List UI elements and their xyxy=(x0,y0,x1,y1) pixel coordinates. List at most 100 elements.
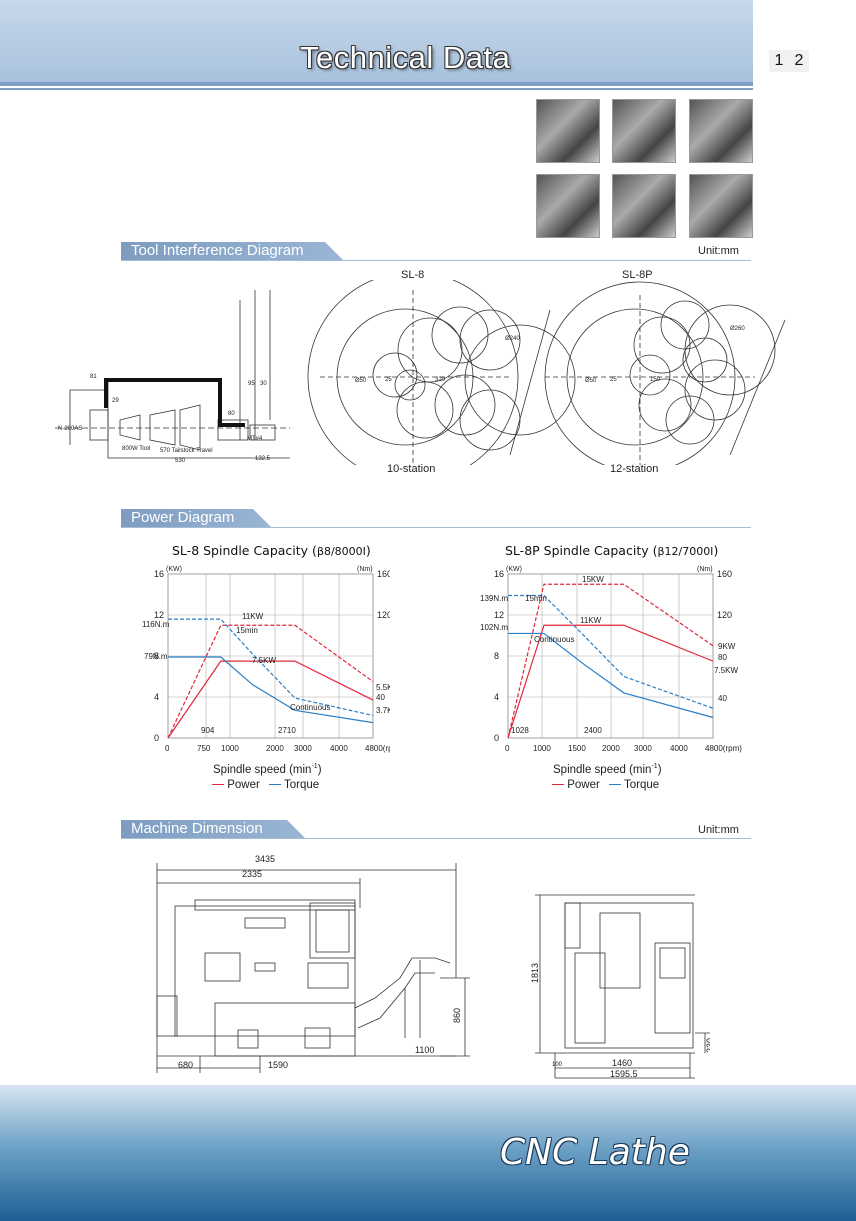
header-band xyxy=(0,0,753,82)
y-left-unit: (KW) xyxy=(506,566,522,573)
chart-annotation: 11KW xyxy=(242,612,264,621)
dim-side-depth: 1460 xyxy=(612,1058,632,1068)
svg-text:30: 30 xyxy=(260,381,267,387)
y-left-tick-label: 8 xyxy=(154,651,159,661)
svg-text:800W Tool: 800W Tool xyxy=(122,446,150,452)
chart-annotation: 15KW xyxy=(582,575,604,584)
chart-annotation: 11KW xyxy=(580,616,602,625)
legend-power-swatch xyxy=(552,784,564,786)
chart-title-sl8p: SL-8P Spindle Capacity (β12/7000I) xyxy=(505,543,719,558)
dim-chip: 1100 xyxy=(415,1045,434,1055)
svg-text:150: 150 xyxy=(650,377,661,383)
chart-annotation: 40 xyxy=(718,694,727,703)
legend-sl8p: Power Torque xyxy=(552,779,659,791)
x-tick-label: 0 xyxy=(165,744,170,753)
series-line-power-continuous xyxy=(167,660,374,739)
x-tick-label: 4800(rpm) xyxy=(705,744,742,753)
header-rule xyxy=(0,82,753,86)
series-line-torque-15min xyxy=(508,594,714,709)
chart-annotation: 15min xyxy=(236,626,258,635)
svg-text:Ø240: Ø240 xyxy=(505,336,520,342)
tool-interference-drawing: 81 29N-200AS 800W Tool 570 Tailstock Trave… xyxy=(55,280,786,465)
y-right-tick-label: 160 xyxy=(717,569,732,579)
svg-text:530: 530 xyxy=(175,458,186,464)
svg-text:132.5: 132.5 xyxy=(255,456,271,462)
x-tick-label: 0 xyxy=(505,744,510,753)
footer-brand: CNC Lathe xyxy=(500,1132,690,1173)
y-left-tick-label: 0 xyxy=(154,733,159,743)
x-tick-label: 1000 xyxy=(221,744,239,753)
series-line-power-15min xyxy=(167,624,374,739)
chart-annotation: 3.7KW xyxy=(376,706,390,715)
section-heading-dimension: Machine Dimension xyxy=(121,820,305,838)
svg-text:Ø50: Ø50 xyxy=(585,378,597,384)
chart-annotation: 102N.m xyxy=(480,623,508,632)
page-title: Technical Data xyxy=(300,40,511,75)
y-right-unit: (Nm) xyxy=(697,566,713,573)
svg-text:29: 29 xyxy=(112,398,119,404)
series-line-power-15min xyxy=(507,583,714,739)
svg-text:81: 81 xyxy=(90,374,97,380)
chart-annotation: 80 xyxy=(718,653,727,662)
svg-text:80: 80 xyxy=(228,411,235,417)
series-line-torque-15min xyxy=(168,618,374,717)
dim-left-offset: 680 xyxy=(178,1060,193,1070)
sl8p-station-caption: 12-station xyxy=(610,463,659,475)
dim-overall: 3435 xyxy=(255,854,275,864)
footer-band xyxy=(0,1085,856,1221)
chart-annotation: 2710 xyxy=(278,726,296,735)
y-left-tick-label: 16 xyxy=(154,569,164,579)
y-left-tick-label: 8 xyxy=(494,651,499,661)
y-left-tick-label: 12 xyxy=(494,610,504,620)
chart-annotation: 1028 xyxy=(511,726,529,735)
svg-text:N-200AS: N-200AS xyxy=(58,426,82,432)
x-tick-label: 750 xyxy=(197,744,211,753)
x-tick-label: 3000 xyxy=(294,744,312,753)
section-heading-power: Power Diagram xyxy=(121,509,271,527)
chart-title-sl8: SL-8 Spindle Capacity (β8/8000I) xyxy=(172,543,371,558)
machine-dimension-drawing: 3435 2335 860 1100 680 1590 1813 230 146… xyxy=(156,854,710,1079)
section-rule xyxy=(121,260,751,261)
tool-unit-label: Unit:mm xyxy=(698,245,739,257)
chart-annotation: Continuous xyxy=(534,635,574,644)
chart-annotation: 9KW xyxy=(718,642,736,651)
dim-height: 860 xyxy=(452,1008,462,1023)
svg-text:Ø50: Ø50 xyxy=(355,378,367,384)
sl8-station-caption: 10-station xyxy=(387,463,436,475)
series-line-torque-continuous xyxy=(168,656,374,724)
header-rule-thin xyxy=(0,88,753,90)
machine-photo-6 xyxy=(689,174,753,238)
y-right-unit: (Nm) xyxy=(357,566,373,573)
y-left-tick-label: 0 xyxy=(494,733,499,743)
machine-photo-4 xyxy=(536,174,600,238)
legend-torque-swatch xyxy=(609,784,622,786)
machine-photo-1 xyxy=(536,99,600,163)
y-right-tick-label: 120 xyxy=(377,610,390,620)
svg-text:MT#4: MT#4 xyxy=(247,436,263,442)
chart-annotation: 904 xyxy=(201,726,215,735)
y-right-tick-label: 120 xyxy=(717,610,732,620)
chart-annotation: 15min xyxy=(525,594,547,603)
dim-side-step: 230 xyxy=(705,1038,710,1053)
x-tick-label: 1500 xyxy=(568,744,586,753)
machine-photo-2 xyxy=(612,99,676,163)
y-left-tick-label: 16 xyxy=(494,569,504,579)
dimension-unit-label: Unit:mm xyxy=(698,824,739,836)
y-right-tick-label: 160 xyxy=(377,569,390,579)
y-left-tick-label: 12 xyxy=(154,610,164,620)
legend-sl8: Power Torque xyxy=(212,779,319,791)
x-tick-label: 4000 xyxy=(670,744,688,753)
svg-text:25: 25 xyxy=(610,377,617,383)
y-left-tick-label: 4 xyxy=(494,692,499,702)
chart-annotation: 79N.m xyxy=(144,652,168,661)
section-rule xyxy=(121,838,751,839)
x-tick-label: 2000 xyxy=(266,744,284,753)
machine-photo-5 xyxy=(612,174,676,238)
x-tick-label: 2000 xyxy=(602,744,620,753)
chart-annotation: 5.5KW xyxy=(376,683,390,692)
xlabel-sl8: Spindle speed (min-1) xyxy=(213,763,322,776)
svg-text:25: 25 xyxy=(385,377,392,383)
svg-text:570 Tailstock Travel: 570 Tailstock Travel xyxy=(160,448,213,454)
svg-text:320: 320 xyxy=(435,377,446,383)
